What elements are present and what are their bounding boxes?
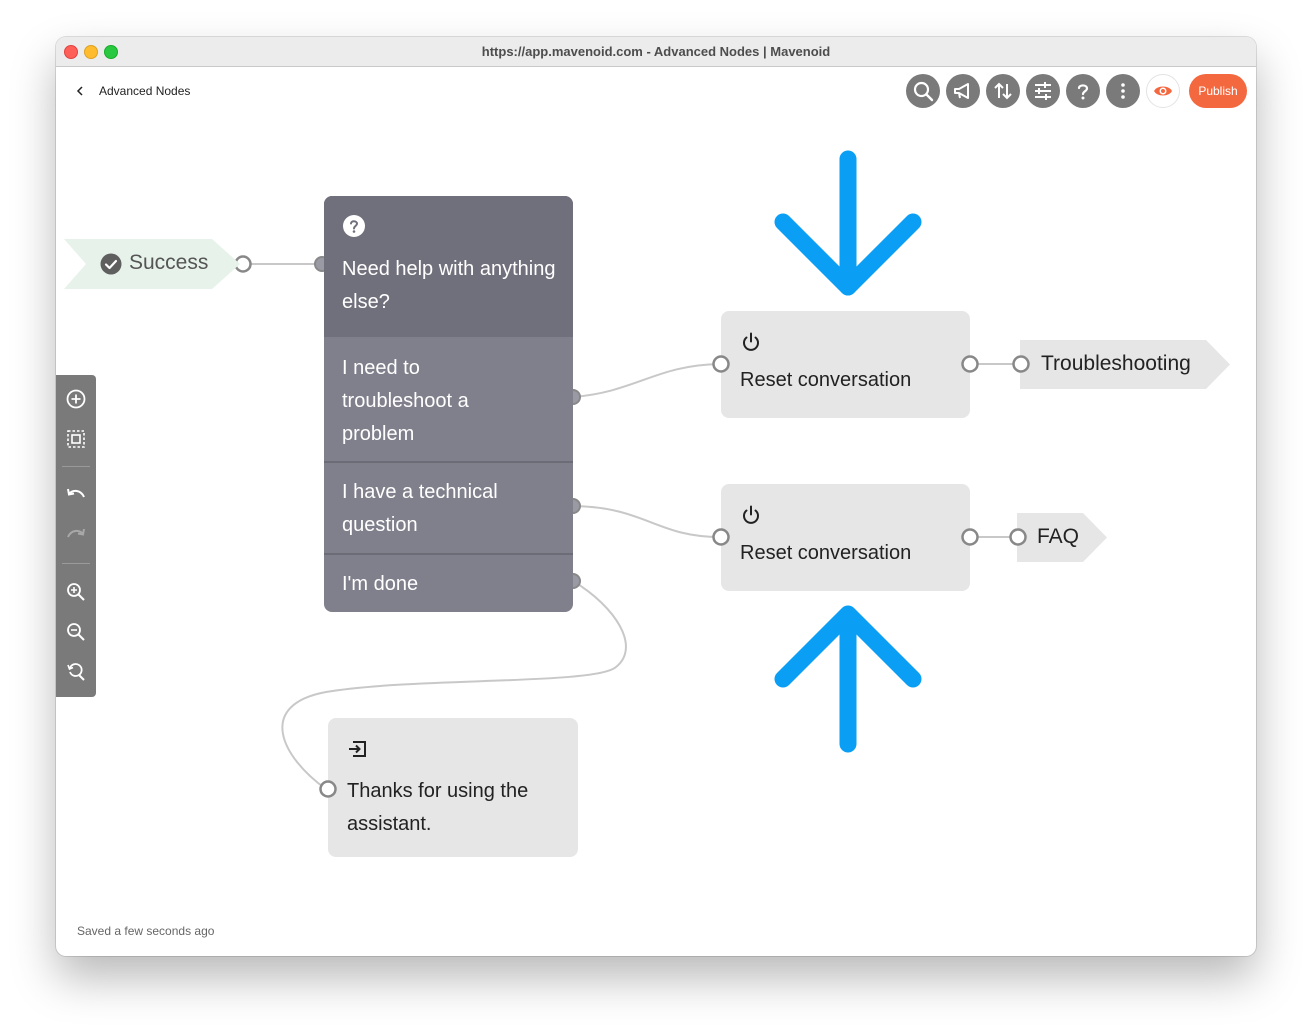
redo-button[interactable]	[64, 524, 88, 548]
option-troubleshoot[interactable]: I need to troubleshoot a problem	[342, 357, 469, 445]
select-area-button[interactable]	[64, 427, 88, 451]
question-circle-icon	[343, 215, 365, 237]
end-node-label: Thanks for using the assistant.	[347, 780, 529, 835]
more-button[interactable]	[1106, 74, 1140, 108]
announcements-button[interactable]	[946, 74, 980, 108]
more-vertical-icon	[1121, 83, 1125, 99]
jump-tag-faq-label: FAQ	[1037, 525, 1080, 548]
settings-button[interactable]	[1026, 74, 1060, 108]
eye-icon	[1154, 86, 1172, 96]
undo-icon	[67, 488, 85, 498]
sort-button[interactable]	[986, 74, 1020, 108]
annotation-arrow-up	[774, 605, 922, 753]
help-button[interactable]	[1066, 74, 1100, 108]
canvas-side-toolbar	[56, 375, 96, 697]
jump-tag-troubleshooting-label: Troubleshooting	[1041, 352, 1191, 375]
reset-conversation-node-2[interactable]: Reset conversation	[721, 484, 970, 591]
power-icon	[743, 505, 759, 524]
check-circle-icon	[100, 253, 122, 275]
zoom-reset-icon	[67, 663, 85, 681]
power-icon	[743, 332, 759, 351]
option-technical-question[interactable]: I have a technical question	[342, 481, 498, 536]
publish-button[interactable]: Publish	[1189, 74, 1247, 108]
question-title: Need help with anything else?	[342, 258, 556, 313]
question-node[interactable]: Need help with anything else? I need to …	[324, 196, 573, 612]
flow-connectors	[234, 150, 1020, 790]
browser-window: https://app.mavenoid.com - Advanced Node…	[56, 37, 1256, 956]
save-status: Saved a few seconds ago	[77, 924, 215, 938]
window-title: https://app.mavenoid.com - Advanced Node…	[481, 44, 831, 59]
success-tag[interactable]	[64, 239, 240, 289]
zoom-reset-button[interactable]	[64, 660, 88, 684]
breadcrumb[interactable]: Advanced Nodes	[99, 84, 191, 98]
search-icon	[913, 81, 934, 102]
undo-button[interactable]	[64, 484, 88, 508]
option-done[interactable]: I'm done	[342, 573, 419, 595]
zoom-out-button[interactable]	[64, 620, 88, 644]
sliders-icon	[1035, 82, 1051, 100]
close-window-button[interactable]	[64, 45, 78, 59]
zoom-in-icon	[67, 583, 85, 601]
question-node-header: Need help with anything else?	[324, 196, 573, 337]
success-tag-label: Success	[129, 251, 209, 274]
search-button[interactable]	[906, 74, 940, 108]
zoom-out-icon	[67, 623, 85, 641]
add-circle-icon	[66, 389, 86, 409]
exit-icon	[349, 741, 366, 757]
reset-conversation-label: Reset conversation	[740, 369, 912, 391]
minimize-window-button[interactable]	[84, 45, 98, 59]
select-area-icon	[67, 430, 85, 448]
annotation-arrow-down	[774, 150, 922, 296]
reset-conversation-label: Reset conversation	[740, 542, 912, 564]
end-conversation-node[interactable]: Thanks for using the assistant.	[328, 718, 578, 857]
title-bar: https://app.mavenoid.com - Advanced Node…	[56, 37, 1256, 67]
help-icon	[1077, 84, 1089, 100]
back-chevron-icon[interactable]	[72, 83, 88, 99]
reset-conversation-node-1[interactable]: Reset conversation	[721, 311, 970, 418]
maximize-window-button[interactable]	[104, 45, 118, 59]
add-node-button[interactable]	[64, 387, 88, 411]
sort-arrows-icon	[994, 82, 1012, 100]
zoom-in-button[interactable]	[64, 580, 88, 604]
redo-icon	[67, 528, 85, 538]
megaphone-icon	[954, 83, 969, 99]
jump-tag-troubleshooting[interactable]	[1020, 340, 1230, 389]
preview-button[interactable]	[1146, 74, 1180, 108]
